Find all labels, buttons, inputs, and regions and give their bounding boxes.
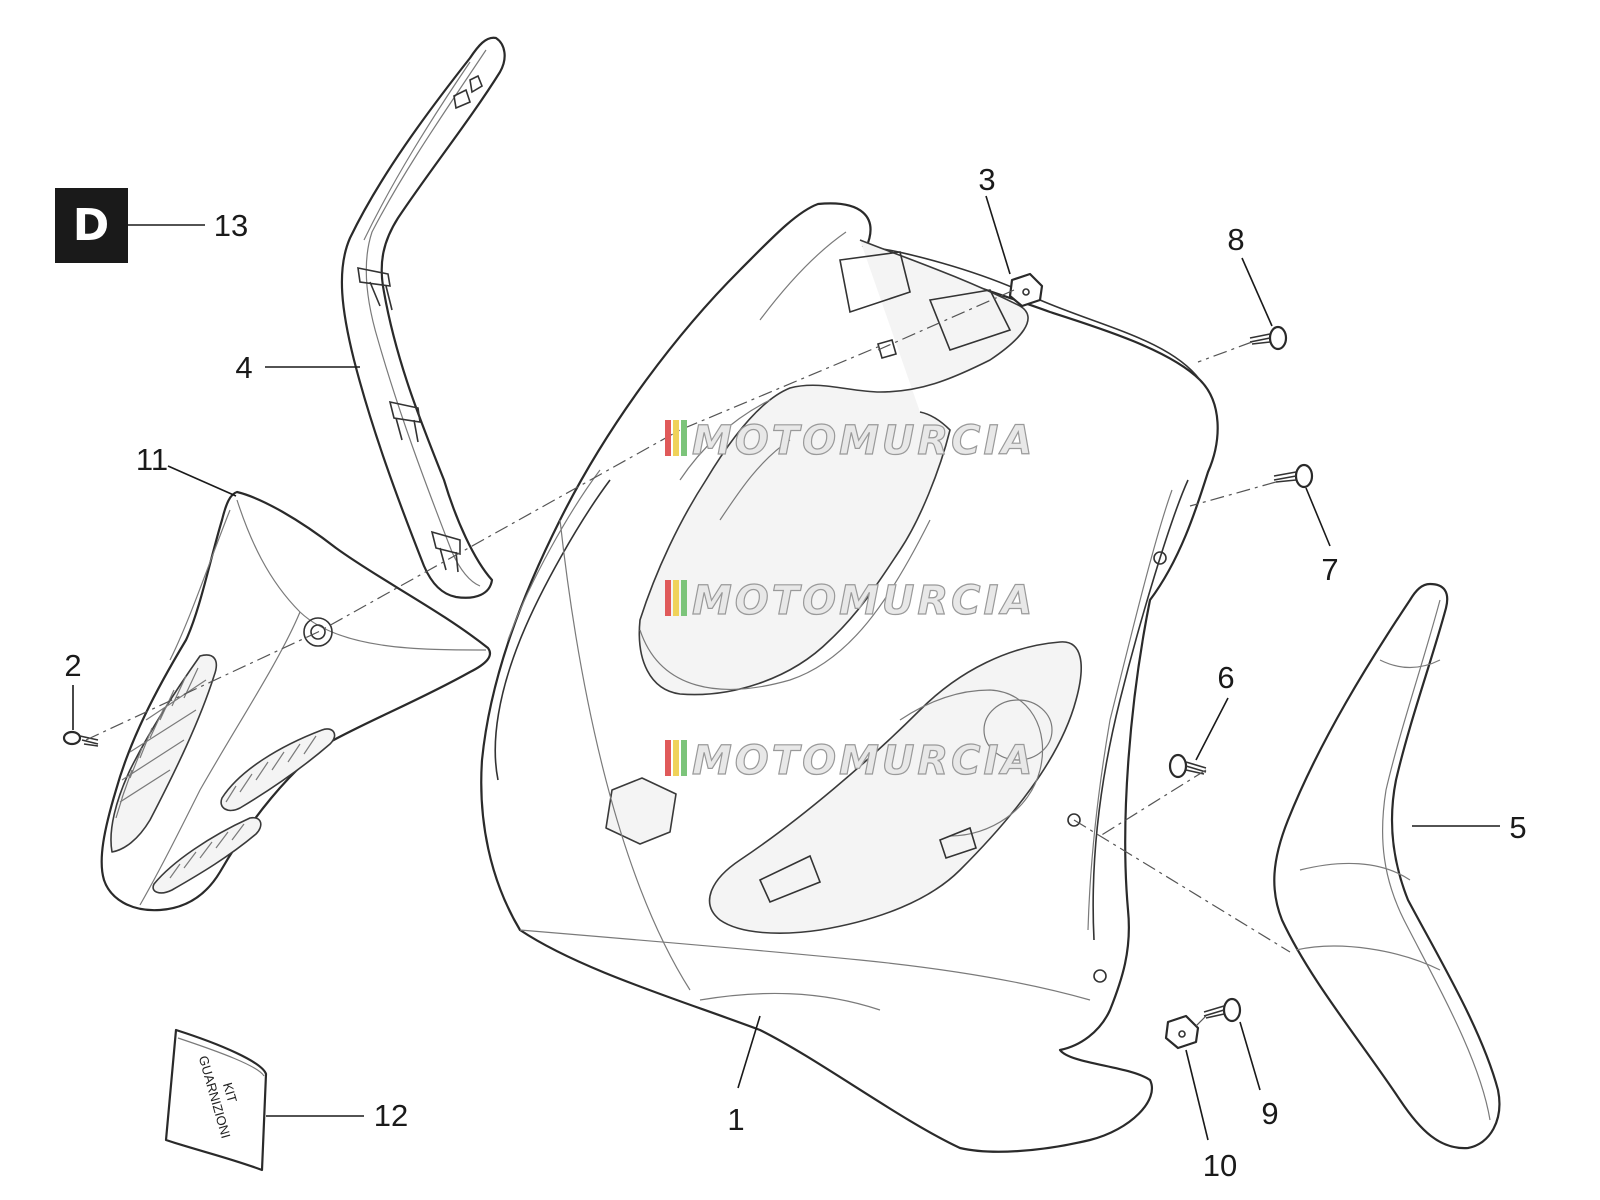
screw-part-6 <box>1168 697 1229 779</box>
left-trim-strip-part-4 <box>265 36 506 599</box>
callout-10: 10 <box>1203 1148 1237 1183</box>
speed-nut-part-10 <box>1164 1014 1209 1141</box>
screw-part-2 <box>62 685 99 747</box>
svg-text:MOTOMURCIA: MOTOMURCIA <box>692 578 1035 624</box>
right-trim-panel-part-5 <box>1273 582 1501 1150</box>
callout-3: 3 <box>978 162 995 197</box>
svg-text:MOTOMURCIA: MOTOMURCIA <box>692 418 1035 464</box>
brand-badge-part-13: D <box>55 188 205 263</box>
speed-nut-part-3 <box>985 195 1044 308</box>
front-grille-cover-part-11 <box>100 465 492 912</box>
kit-bag-label-line1: KIT <box>220 1081 240 1105</box>
honeycomb-vent-right <box>220 728 336 812</box>
callout-4: 4 <box>235 350 252 385</box>
honeycomb-vent-lower <box>152 816 262 894</box>
callout-9: 9 <box>1261 1096 1278 1131</box>
watermark-bottom: MOTOMURCIA <box>665 737 1035 785</box>
callout-11: 11 <box>136 442 168 477</box>
honeycomb-vent-left <box>110 654 218 853</box>
callout-1: 1 <box>727 1102 744 1137</box>
callout-6: 6 <box>1217 660 1234 695</box>
gasket-kit-bag-part-12: KIT GUARNIZIONI <box>164 1028 364 1172</box>
callout-13: 13 <box>214 208 248 243</box>
callout-2: 2 <box>64 648 81 683</box>
callout-7: 7 <box>1321 552 1338 587</box>
callout-8: 8 <box>1227 222 1244 257</box>
watermark-top: MOTOMURCIA <box>665 417 1035 465</box>
svg-text:MOTOMURCIA: MOTOMURCIA <box>692 738 1035 784</box>
screw-part-9 <box>1203 997 1261 1091</box>
callout-labels: 1 2 3 4 5 6 7 8 9 10 11 12 13 <box>64 162 1526 1183</box>
assembly-center-lines <box>85 289 1291 1029</box>
screw-part-7 <box>1273 463 1331 547</box>
front-shield-part-1 <box>480 202 1219 1153</box>
watermark-middle: MOTOMURCIA <box>665 577 1035 625</box>
callout-12: 12 <box>374 1098 408 1133</box>
callout-5: 5 <box>1509 810 1526 845</box>
screw-part-8 <box>1241 257 1288 351</box>
brand-badge-letter: D <box>73 200 110 251</box>
